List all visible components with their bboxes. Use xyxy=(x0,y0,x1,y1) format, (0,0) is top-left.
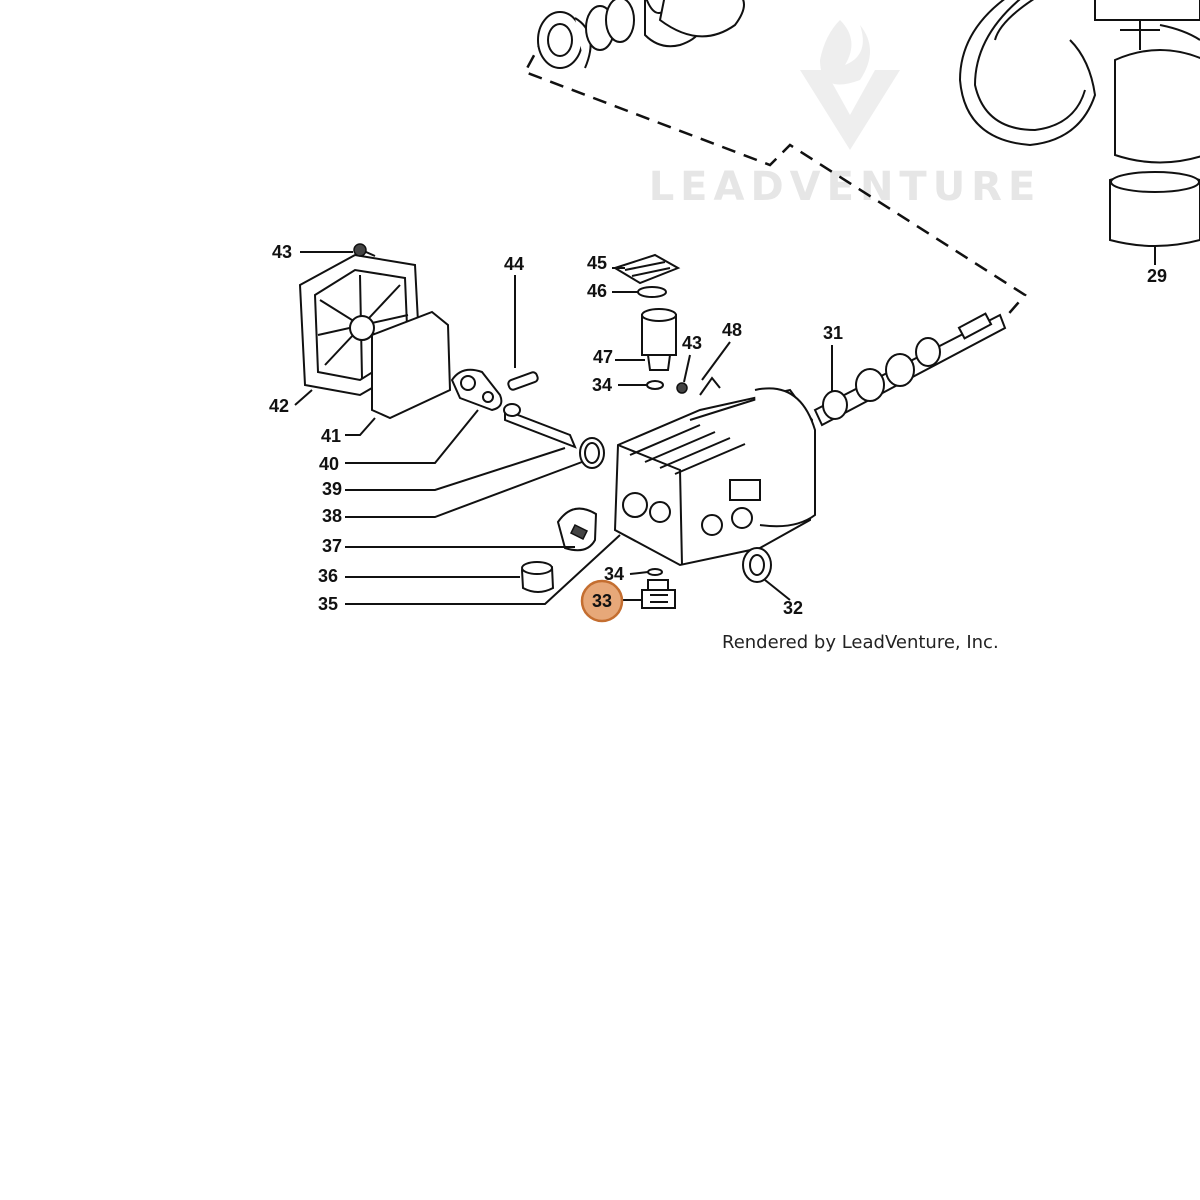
watermark-text: LEADVENTURE xyxy=(649,164,1042,210)
callout-42[interactable]: 42 xyxy=(269,396,289,416)
callout-46[interactable]: 46 xyxy=(587,281,607,301)
svg-text:43: 43 xyxy=(682,333,702,353)
svg-text:44: 44 xyxy=(504,254,524,274)
svg-text:34: 34 xyxy=(592,375,612,395)
filter-housing-part xyxy=(1094,0,1200,164)
svg-text:43: 43 xyxy=(272,242,292,262)
callout-44[interactable]: 44 xyxy=(504,254,524,274)
leader-35 xyxy=(345,534,621,605)
svg-text:48: 48 xyxy=(722,320,742,340)
callout-33-highlighted[interactable]: 33 xyxy=(580,579,624,623)
watermark-logo xyxy=(800,20,900,150)
belt-hose-part xyxy=(958,0,1097,147)
svg-text:35: 35 xyxy=(318,594,338,614)
callout-29[interactable]: 29 xyxy=(1147,266,1167,286)
callout-36[interactable]: 36 xyxy=(318,566,338,586)
callout-43-center[interactable]: 43 xyxy=(682,333,702,353)
callout-40[interactable]: 40 xyxy=(319,454,339,474)
washer-part-32 xyxy=(742,547,791,601)
callout-34-top[interactable]: 34 xyxy=(592,375,612,395)
callout-48[interactable]: 48 xyxy=(722,320,742,340)
callout-38[interactable]: 38 xyxy=(322,506,342,526)
callout-39[interactable]: 39 xyxy=(322,479,342,499)
callout-47[interactable]: 47 xyxy=(593,347,613,367)
o-ring-part-34-bottom xyxy=(629,568,663,576)
callout-43-top-left[interactable]: 43 xyxy=(272,242,292,262)
callout-45[interactable]: 45 xyxy=(587,253,607,273)
svg-text:33: 33 xyxy=(592,591,612,611)
shaft-part-39 xyxy=(345,403,577,491)
filter-cup-part-29 xyxy=(1109,171,1200,265)
pin-part-44 xyxy=(507,275,539,391)
svg-text:37: 37 xyxy=(322,536,342,556)
svg-text:32: 32 xyxy=(783,598,803,618)
valve-part-47 xyxy=(615,308,677,371)
svg-text:46: 46 xyxy=(587,281,607,301)
pump-body-part xyxy=(613,376,816,567)
screw-part-43 xyxy=(300,243,376,257)
crankshaft-part-31 xyxy=(813,312,1007,427)
callout-37[interactable]: 37 xyxy=(322,536,342,556)
o-ring-part-34-top xyxy=(618,380,664,390)
svg-text:31: 31 xyxy=(823,323,843,343)
svg-text:41: 41 xyxy=(321,426,341,446)
bushing-part-36 xyxy=(345,561,555,593)
callout-41[interactable]: 41 xyxy=(321,426,341,446)
callout-34-bottom[interactable]: 34 xyxy=(604,564,624,584)
highlight-circle xyxy=(580,579,624,623)
o-ring-part-38 xyxy=(345,437,605,518)
screw-part-43-center xyxy=(676,354,691,394)
assembly-dashed-line xyxy=(523,34,1027,319)
svg-text:42: 42 xyxy=(269,396,289,416)
bearing-assembly-part xyxy=(537,0,745,69)
valve-cap-part-45 xyxy=(612,253,681,285)
svg-text:36: 36 xyxy=(318,566,338,586)
cap-fitting-part-37 xyxy=(345,507,598,552)
render-credit: Rendered by LeadVenture, Inc. xyxy=(722,632,999,653)
svg-text:29: 29 xyxy=(1147,266,1167,286)
svg-text:34: 34 xyxy=(604,564,624,584)
svg-text:45: 45 xyxy=(587,253,607,273)
plug-part-33 xyxy=(620,579,676,609)
svg-text:40: 40 xyxy=(319,454,339,474)
callout-32[interactable]: 32 xyxy=(783,598,803,618)
svg-text:39: 39 xyxy=(322,479,342,499)
callout-35[interactable]: 35 xyxy=(318,594,338,614)
gasket-part-41 xyxy=(345,310,452,436)
svg-text:47: 47 xyxy=(593,347,613,367)
callout-31[interactable]: 31 xyxy=(823,323,843,343)
bracket-part-40 xyxy=(345,368,503,464)
svg-text:38: 38 xyxy=(322,506,342,526)
seal-part-46 xyxy=(612,286,667,298)
leader-48 xyxy=(701,341,731,381)
